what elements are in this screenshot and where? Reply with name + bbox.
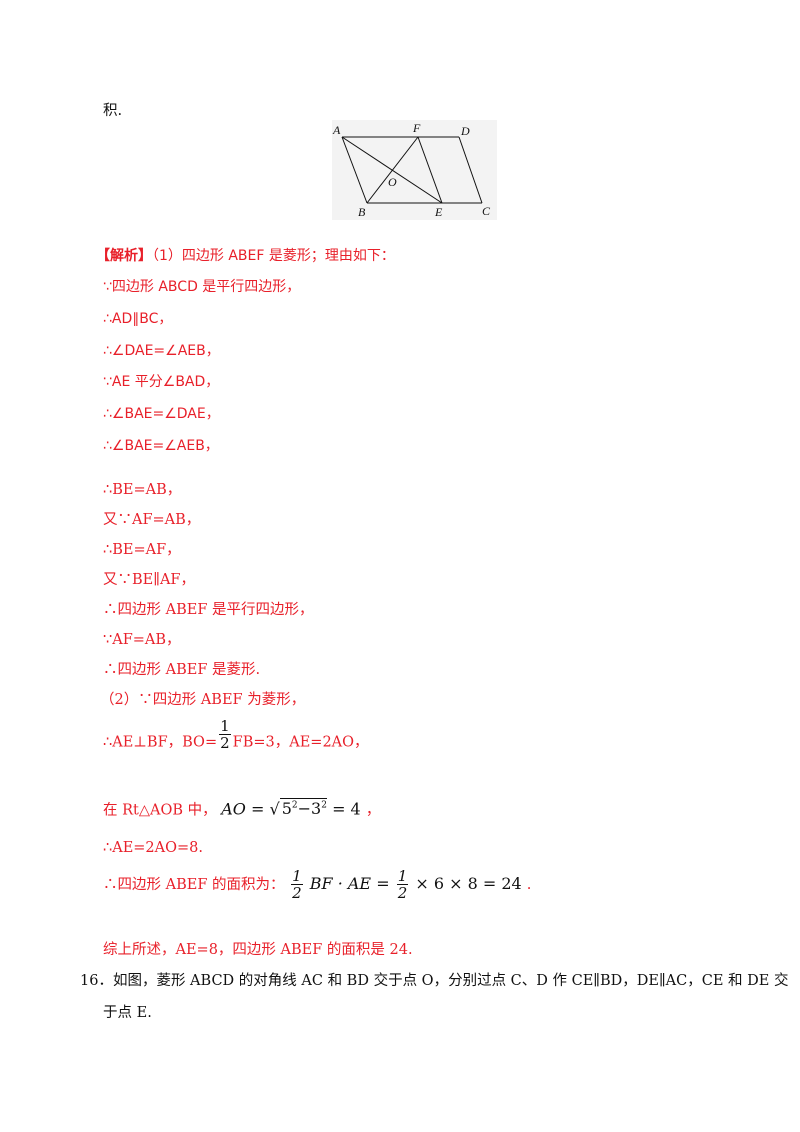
solution-part1-header: 【解析】（1）四边形 ABEF 是菱形；理由如下：: [96, 246, 395, 266]
label-A: A: [332, 123, 341, 137]
segment-BF: [366, 136, 419, 204]
area-frac2-num: 1: [396, 867, 409, 885]
radicand-a: 5: [281, 799, 292, 819]
scanned-step-2: ∴AD∥BC，: [103, 311, 173, 327]
radicand-b: 3: [311, 799, 322, 819]
segment-DC: [458, 136, 483, 204]
radicand: 52−32: [279, 798, 327, 819]
typed-step-4: 又∵BE∥AF，: [103, 572, 195, 588]
typed-step-5: ∴四边形 ABEF 是平行四边形，: [103, 602, 314, 618]
area-frac2-den: 2: [397, 884, 408, 902]
part1-intro: （1）四边形 ABEF 是菱形；理由如下：: [152, 248, 395, 264]
problem-number: 16．: [80, 973, 113, 989]
problem-16-line-1: 16．如图，菱形 ABCD 的对角线 AC 和 BD 交于点 O，分别过点 C、…: [80, 971, 788, 991]
formula-eq: =: [251, 799, 265, 819]
formula-rhs: = 4: [332, 799, 361, 819]
top-fragment: 积.: [103, 103, 123, 119]
figure-background: [332, 120, 497, 220]
typed-step-6: ∵AF=AB，: [103, 632, 181, 648]
label-B: B: [358, 205, 366, 219]
label-C: C: [482, 204, 491, 218]
area-frac1-num: 1: [291, 867, 303, 885]
step-bo-prefix: ∴AE⊥BF，BO=: [103, 734, 218, 751]
step-rt: 在 Rt△AOB 中， AO = √52−32 = 4 ，: [103, 792, 380, 824]
step-area-prefix: ∴四边形 ABEF 的面积为：: [103, 877, 285, 893]
label-F: F: [412, 121, 421, 135]
scanned-step-3: ∴∠DAE=∠AEB，: [103, 343, 220, 359]
scanned-step-4: ∵AE 平分∠BAD，: [103, 374, 220, 390]
step-ae: ∴AE=2AO=8.: [103, 840, 203, 856]
label-O: O: [388, 175, 397, 189]
typed-step-2: 又∵AF=AB，: [103, 512, 201, 528]
geometry-figure: A F D O B E C: [332, 120, 497, 220]
step-area-end: .: [526, 877, 532, 893]
segment-AB: [341, 136, 368, 204]
scanned-step-6: ∴∠BAE=∠AEB，: [103, 438, 219, 454]
area-mid: BF · AE =: [309, 874, 390, 893]
typed-step-7: ∴四边形 ABEF 是菱形.: [103, 662, 261, 678]
formula-lhs: AO: [221, 799, 246, 819]
typed-step-1: ∴BE=AB，: [103, 482, 182, 498]
fraction-den: 2: [220, 734, 230, 752]
problem-16-text-1: 如图，菱形 ABCD 的对角线 AC 和 BD 交于点 O，分别过点 C、D 作…: [112, 973, 789, 989]
scanned-step-5: ∴∠BAE=∠DAE，: [103, 406, 220, 422]
exponent-b: 2: [321, 801, 327, 811]
solution-heading: 【解析】: [96, 248, 152, 264]
step-rt-prefix: 在 Rt△AOB 中，: [103, 802, 217, 819]
exponent-a: 2: [291, 801, 298, 811]
label-E: E: [434, 205, 443, 219]
step-bo-suffix: FB=3，AE=2AO，: [232, 734, 369, 751]
solution-summary: 综上所述，AE=8，四边形 ABEF 的面积是 24.: [103, 942, 413, 958]
part2-intro: （2）∵四边形 ABEF 为菱形，: [100, 692, 306, 708]
fraction-num: 1: [219, 717, 231, 735]
problem-16-line-2: 于点 E.: [103, 1005, 152, 1021]
step-rt-end: ，: [365, 802, 381, 819]
scanned-step-1: ∵四边形 ABCD 是平行四边形，: [103, 279, 301, 295]
sqrt-sign: √: [269, 799, 280, 819]
label-D: D: [460, 124, 470, 138]
area-tail: × 6 × 8 = 24: [415, 874, 522, 893]
typed-step-3: ∴BE=AF，: [103, 542, 181, 558]
radicand-minus: −: [297, 799, 312, 819]
pythagoras-formula: AO = √52−32 = 4: [221, 798, 366, 819]
area-frac1-den: 2: [292, 884, 302, 902]
segment-FE: [417, 136, 443, 204]
